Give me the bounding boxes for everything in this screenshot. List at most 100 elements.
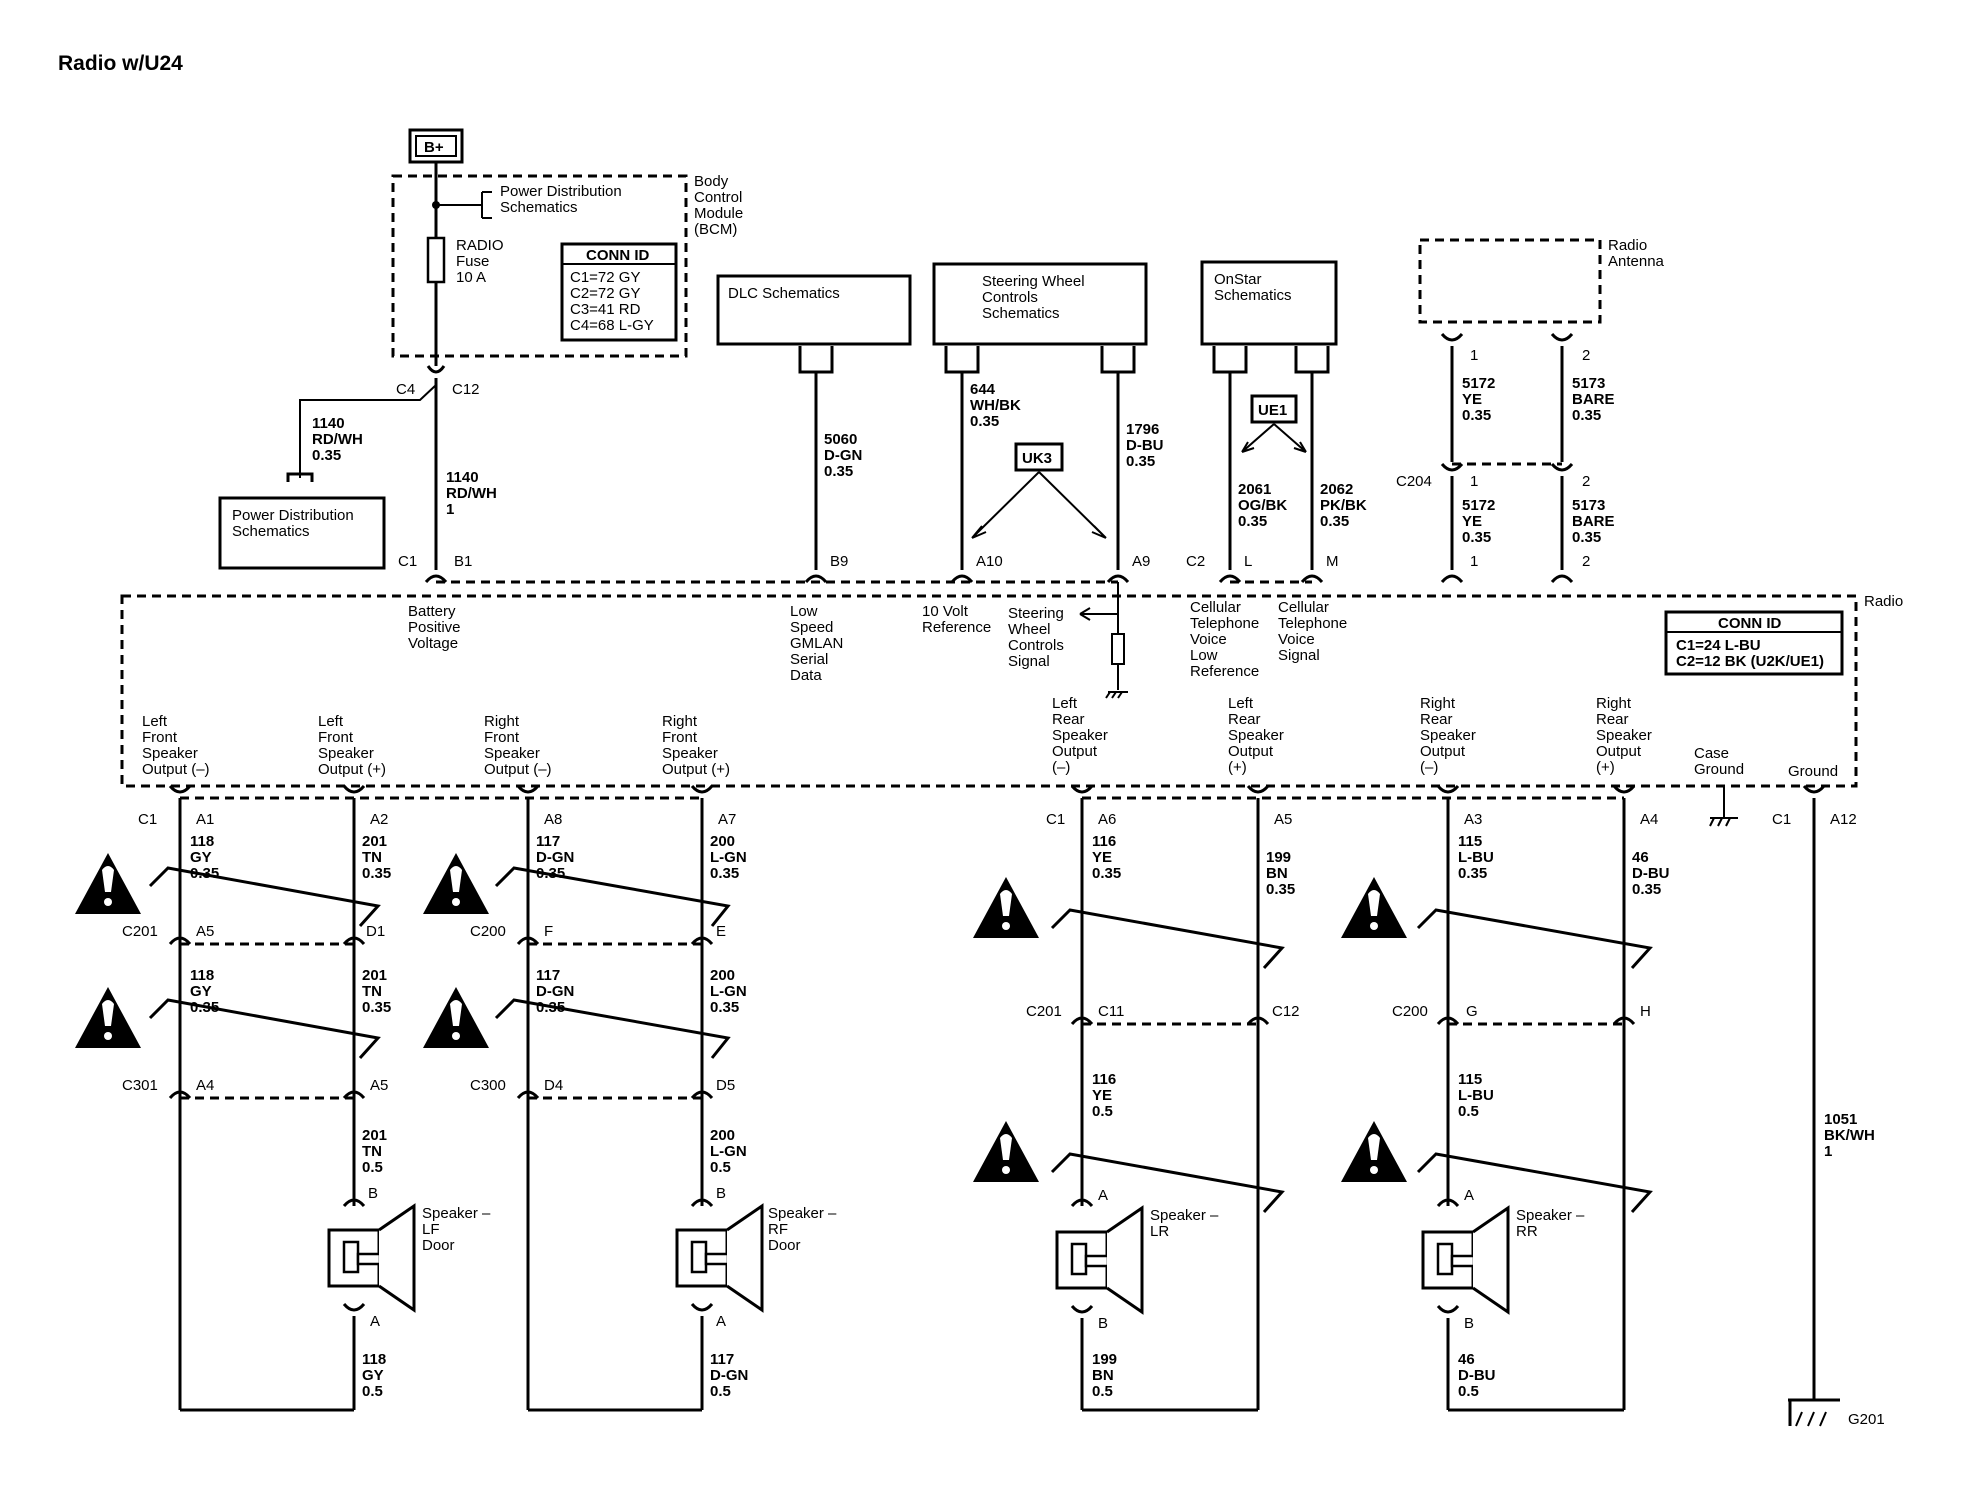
c200-pin-e: E (716, 923, 726, 940)
option-ue1-box (1250, 394, 1298, 424)
svg-text:Antenna: Antenna (1608, 253, 1665, 270)
rr-speaker-label: Speaker – RR (1516, 1207, 1585, 1240)
rr-speaker-icon (1421, 1206, 1510, 1314)
svg-text:0.35: 0.35 (1266, 881, 1295, 898)
svg-text:RF: RF (768, 1221, 788, 1238)
wire-118-c: 118 GY 0.5 (362, 1351, 386, 1400)
caution-triangle-icon (423, 987, 489, 1048)
antenna-pin-1: 1 (1470, 347, 1478, 364)
svg-text:Door: Door (768, 1237, 801, 1254)
lr-pin-b: B (1098, 1315, 1108, 1332)
svg-text:118: 118 (190, 833, 214, 850)
svg-text:Voltage: Voltage (408, 635, 458, 652)
svg-text:Positive: Positive (408, 619, 461, 636)
power-distribution-schematics-label: Power Distribution Schematics (232, 507, 354, 540)
svg-text:GY: GY (362, 1367, 384, 1384)
svg-text:0.35: 0.35 (1092, 865, 1121, 882)
svg-text:Low: Low (1190, 647, 1218, 664)
svg-text:RD/WH: RD/WH (312, 431, 363, 448)
wire-5172-upper: 5172 YE 0.35 (1462, 375, 1495, 424)
svg-text:Output: Output (1596, 743, 1642, 760)
svg-text:Output: Output (1228, 743, 1274, 760)
svg-text:5172: 5172 (1462, 375, 1495, 392)
c301-pin-a5: A5 (370, 1077, 388, 1094)
svg-text:(+): (+) (1596, 759, 1615, 776)
radio-pin-c1: C1 (398, 553, 417, 570)
option-uk3-label: UK3 (1022, 450, 1052, 467)
func-cellular-voice-low-ref: Cellular Telephone Voice Low Reference (1190, 599, 1259, 680)
svg-text:TN: TN (362, 1143, 382, 1160)
onstar-schematics-label: OnStar Schematics (1214, 271, 1292, 304)
power-distribution-schematics-box[interactable] (218, 496, 386, 570)
svg-text:Rear: Rear (1596, 711, 1629, 728)
onstar-schematics-box[interactable] (1200, 260, 1338, 346)
svg-text:0.5: 0.5 (710, 1159, 731, 1176)
bcm-conn-id-title: CONN ID (586, 247, 650, 264)
radio-pin-2: 2 (1582, 553, 1590, 570)
func-rr-pos: Right Rear Speaker Output (+) (1596, 695, 1652, 776)
c301-c300-connectors (168, 1090, 714, 1100)
rear-pin-a6: A6 (1098, 811, 1116, 828)
wire-199-b: 199 BN 0.5 (1092, 1351, 1117, 1400)
connector-c300: C300 (470, 1077, 506, 1094)
svg-text:Output: Output (1420, 743, 1466, 760)
svg-text:199: 199 (1092, 1351, 1117, 1368)
svg-text:Schematics: Schematics (982, 305, 1060, 322)
svg-text:Controls: Controls (982, 289, 1038, 306)
svg-text:0.35: 0.35 (970, 413, 999, 430)
front-pin-a8: A8 (544, 811, 562, 828)
caution-triangle-icon (1341, 1121, 1407, 1182)
svg-text:Body: Body (694, 173, 729, 190)
svg-text:BN: BN (1266, 865, 1288, 882)
svg-text:(+): (+) (1228, 759, 1247, 776)
svg-text:Speed: Speed (790, 619, 833, 636)
svg-text:Voice: Voice (1278, 631, 1315, 648)
dlc-schematics-box[interactable] (716, 274, 912, 346)
svg-text:1796: 1796 (1126, 421, 1159, 438)
svg-text:201: 201 (362, 833, 387, 850)
svg-text:Control: Control (694, 189, 742, 206)
svg-text:Speaker: Speaker (1596, 727, 1652, 744)
svg-text:0.5: 0.5 (710, 1383, 731, 1400)
caution-triangle-icon (75, 853, 141, 914)
svg-text:5173: 5173 (1572, 497, 1605, 514)
svg-text:(–): (–) (1420, 759, 1438, 776)
svg-text:115: 115 (1458, 833, 1482, 850)
wire-118-a: 118 GY 0.35 (190, 833, 219, 882)
svg-text:Output (+): Output (+) (318, 761, 386, 778)
bcm-connector-c4: C4 (396, 381, 415, 398)
svg-text:D-GN: D-GN (824, 447, 862, 464)
svg-text:Speaker –: Speaker – (422, 1205, 491, 1222)
steering-wheel-controls-box[interactable] (932, 262, 1148, 346)
dlc-schematics-label: DLC Schematics (728, 285, 840, 302)
svg-text:0.35: 0.35 (312, 447, 341, 464)
svg-text:0.35: 0.35 (1126, 453, 1155, 470)
svg-text:116: 116 (1092, 833, 1116, 850)
c204-pin-2: 2 (1582, 473, 1590, 490)
connector-c201-rear: C201 (1026, 1003, 1062, 1020)
radio-antenna-label: Radio Antenna (1608, 237, 1665, 270)
svg-text:0.5: 0.5 (1458, 1103, 1479, 1120)
front-pin-a2: A2 (370, 811, 388, 828)
svg-text:0.35: 0.35 (1572, 407, 1601, 424)
radio-pin-a10: A10 (976, 553, 1003, 570)
func-rf-neg: Right Front Speaker Output (–) (484, 713, 552, 778)
c201-pin-a5: A5 (196, 923, 214, 940)
svg-text:OnStar: OnStar (1214, 271, 1262, 288)
connector-c200-rear: C200 (1392, 1003, 1428, 1020)
svg-text:0.35: 0.35 (1238, 513, 1267, 530)
ground-g201-icon (1788, 1398, 1840, 1427)
svg-text:0.35: 0.35 (1572, 529, 1601, 546)
svg-text:0.5: 0.5 (1092, 1383, 1113, 1400)
func-low-speed-gmlan: Low Speed GMLAN Serial Data (790, 603, 843, 684)
svg-text:D-BU: D-BU (1126, 437, 1164, 454)
svg-text:Right: Right (484, 713, 520, 730)
svg-text:Controls: Controls (1008, 637, 1064, 654)
ground-pin-c1: C1 (1772, 811, 1791, 828)
battery-positive-label: B+ (424, 139, 444, 156)
bcm-power-distribution-ref[interactable]: Power Distribution Schematics (500, 183, 622, 216)
svg-text:Speaker –: Speaker – (768, 1205, 837, 1222)
radio-conn-id-c2: C2=12 BK (U2K/UE1) (1676, 653, 1824, 670)
svg-text:200: 200 (710, 967, 735, 984)
ground-pin-a12: A12 (1830, 811, 1857, 828)
